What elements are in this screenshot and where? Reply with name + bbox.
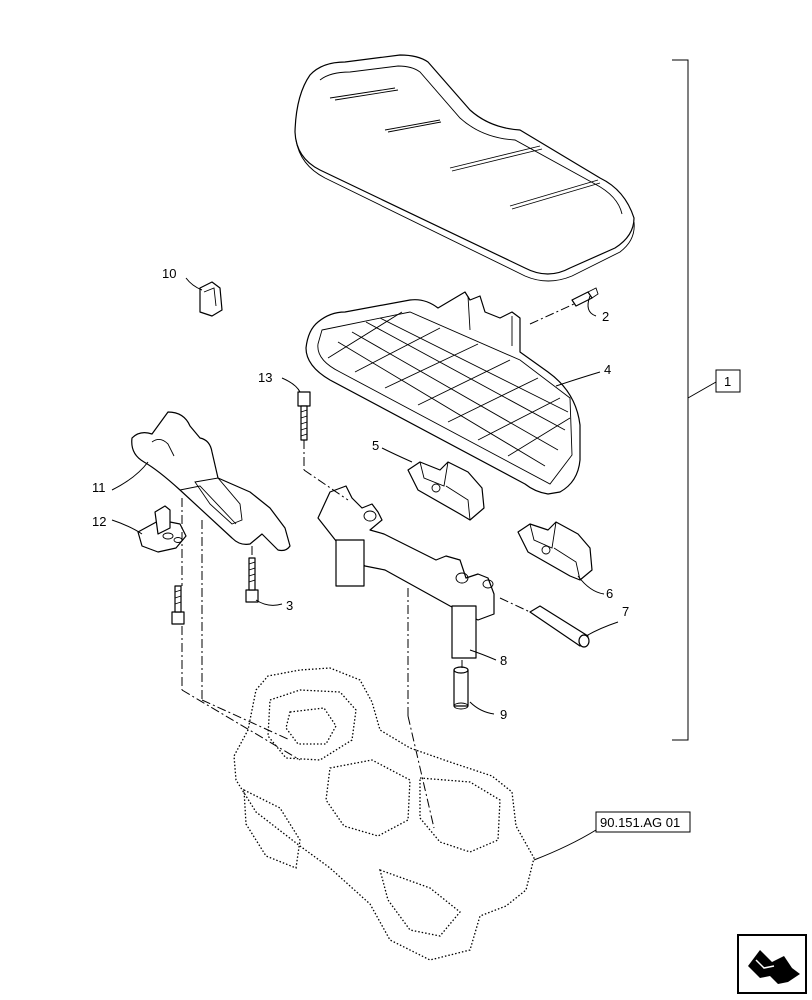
bolt-small — [571, 287, 599, 307]
bracket-12 — [137, 505, 187, 553]
reference-link[interactable]: 90.151.AG 01 — [595, 811, 691, 833]
console-base — [233, 667, 535, 961]
next-page-arrow-icon[interactable] — [737, 934, 807, 994]
reference-label[interactable]: 90.151.AG 01 — [600, 815, 680, 830]
callout-10: 10 — [162, 266, 176, 281]
callout-3: 3 — [286, 598, 293, 613]
seat-frame — [305, 291, 581, 495]
callout-13: 13 — [258, 370, 272, 385]
callout-12: 12 — [92, 514, 106, 529]
callout-2: 2 — [602, 309, 609, 324]
leader-lines — [111, 277, 619, 861]
callout-9: 9 — [500, 707, 507, 722]
callout-1: 1 — [724, 374, 731, 389]
screws-3 — [171, 557, 259, 625]
callout-8: 8 — [500, 653, 507, 668]
pin-7 — [529, 605, 590, 648]
seat-cushion — [294, 54, 635, 282]
callout-numbers: 2 4 5 6 7 8 9 10 11 12 13 3 — [92, 266, 629, 722]
bracket-11 — [131, 411, 291, 552]
bolt-13 — [297, 391, 311, 441]
guide-block-6 — [517, 521, 593, 581]
callout-11: 11 — [92, 480, 106, 495]
spacer-9 — [453, 666, 469, 710]
callout-4: 4 — [604, 362, 611, 377]
assembly-bracket — [672, 59, 717, 741]
alignment-lines — [181, 303, 575, 829]
callout-5: 5 — [372, 438, 379, 453]
clip — [199, 281, 223, 317]
callout-6: 6 — [606, 586, 613, 601]
slide-bracket — [317, 485, 495, 659]
callout-7: 7 — [622, 604, 629, 619]
callout-1-box: 1 — [715, 369, 741, 393]
guide-block-5 — [407, 461, 485, 521]
